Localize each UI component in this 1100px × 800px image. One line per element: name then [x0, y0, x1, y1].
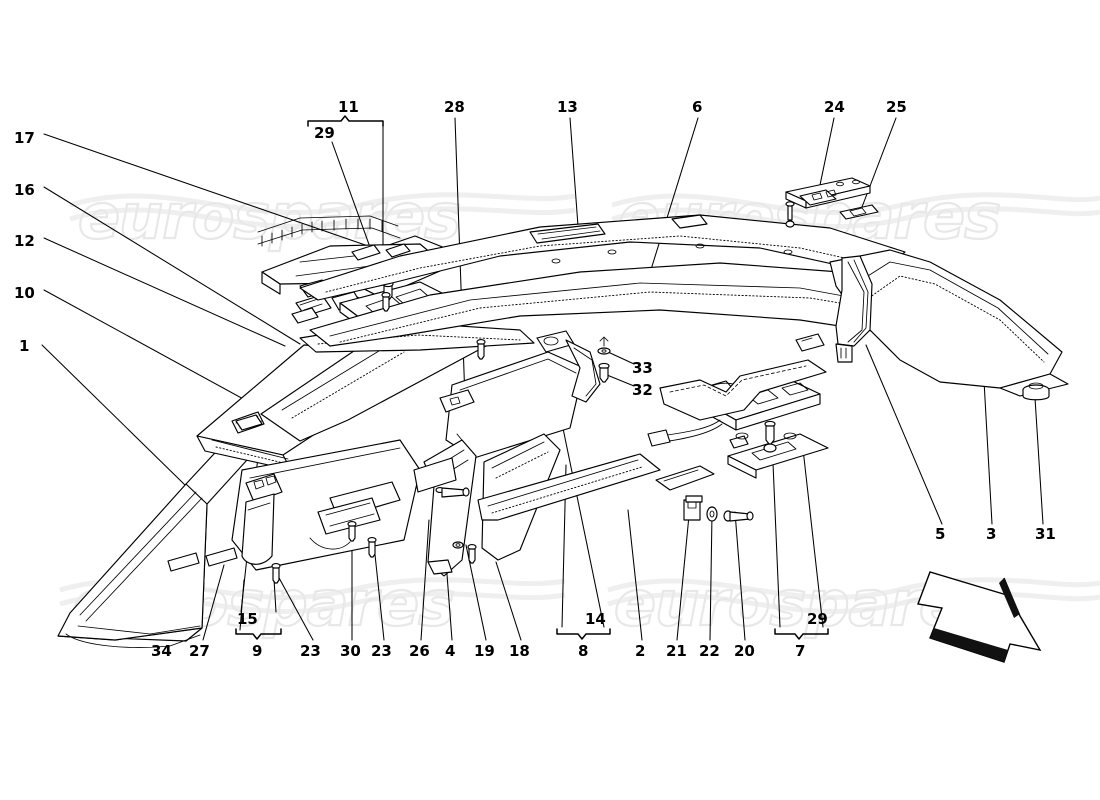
part-screw-center-visor [435, 487, 470, 498]
callout-8[interactable]: 8 [578, 642, 588, 660]
callout-6[interactable]: 6 [692, 98, 702, 116]
part-screw-30 [347, 521, 357, 542]
callout-12[interactable]: 12 [14, 232, 35, 250]
callout-26[interactable]: 26 [409, 642, 430, 660]
callout-4[interactable]: 4 [445, 642, 455, 660]
part-washer-19b [452, 541, 464, 549]
callout-5[interactable]: 5 [935, 525, 945, 543]
callout-2[interactable]: 2 [635, 642, 645, 660]
parts-geometry [57, 177, 1069, 648]
callout-30[interactable]: 30 [340, 642, 361, 660]
callout-11[interactable]: 11 [338, 98, 359, 116]
part-bracket-lower-right [655, 465, 715, 491]
callout-10[interactable]: 10 [14, 284, 35, 302]
bracket-9 [235, 628, 282, 640]
part-clip-25 [839, 204, 879, 220]
part-clip-28 [439, 389, 475, 413]
callout-29a[interactable]: 29 [314, 124, 335, 142]
callout-7[interactable]: 7 [795, 642, 805, 660]
part-clip-upper-right [795, 333, 825, 352]
callout-21[interactable]: 21 [666, 642, 687, 660]
callout-31[interactable]: 31 [1035, 525, 1056, 543]
callout-9[interactable]: 9 [252, 642, 262, 660]
callout-14[interactable]: 14 [585, 610, 606, 628]
bracket-group [235, 115, 829, 640]
orientation-arrow [917, 571, 1042, 663]
callout-15[interactable]: 15 [237, 610, 258, 628]
callout-33[interactable]: 33 [632, 359, 653, 377]
callout-17[interactable]: 17 [14, 129, 35, 147]
bracket-11 [307, 115, 384, 127]
callout-23b[interactable]: 23 [371, 642, 392, 660]
part-clip-34 [167, 552, 200, 572]
part-rear-quarter-panel [829, 249, 1069, 397]
part-clip-left-small [235, 414, 263, 431]
part-screw-20 [723, 510, 754, 522]
callout-27[interactable]: 27 [189, 642, 210, 660]
part-wiring-loom [647, 419, 723, 447]
part-fastener-21 [683, 495, 703, 521]
callout-23a[interactable]: 23 [300, 642, 321, 660]
part-rear-frame-right [659, 359, 827, 421]
callout-20[interactable]: 20 [734, 642, 755, 660]
callout-22[interactable]: 22 [699, 642, 720, 660]
callout-1[interactable]: 1 [19, 337, 29, 355]
callout-29b[interactable]: 29 [807, 610, 828, 628]
callout-18[interactable]: 18 [509, 642, 530, 660]
part-trim-lower-right [477, 453, 661, 521]
part-sun-visor-center [445, 330, 601, 459]
part-screw-32 [598, 362, 610, 383]
watermark-layer: eurospares eurospares eurospares eurospa… [59, 179, 1100, 641]
part-washer-22 [706, 506, 718, 522]
part-grommet-31 [1022, 382, 1050, 401]
bracket-7 [774, 628, 829, 640]
part-screw-18 [467, 544, 477, 564]
callout-34[interactable]: 34 [151, 642, 172, 660]
callout-19[interactable]: 19 [474, 642, 495, 660]
callout-32[interactable]: 32 [632, 381, 653, 399]
callout-24[interactable]: 24 [824, 98, 845, 116]
callout-labels: 17 16 12 10 1 11 29 28 13 6 24 25 33 32 … [14, 98, 1056, 660]
part-screw-upper-center [476, 339, 486, 360]
part-clip-29-left [291, 307, 319, 324]
part-screw-23b [367, 537, 377, 558]
part-bracket-24 [785, 177, 871, 228]
part-pillar-trim-5 [835, 255, 873, 363]
callout-16[interactable]: 16 [14, 181, 35, 199]
callout-3[interactable]: 3 [986, 525, 996, 543]
part-clip-27 [205, 547, 238, 567]
part-washer-33 [597, 336, 611, 355]
part-small-panel-19 [413, 457, 457, 493]
part-screw-upper-mid [381, 292, 391, 312]
part-screw-23a [271, 563, 281, 584]
callout-13[interactable]: 13 [557, 98, 578, 116]
bracket-8 [556, 628, 611, 640]
callout-25[interactable]: 25 [886, 98, 907, 116]
callout-28[interactable]: 28 [444, 98, 465, 116]
